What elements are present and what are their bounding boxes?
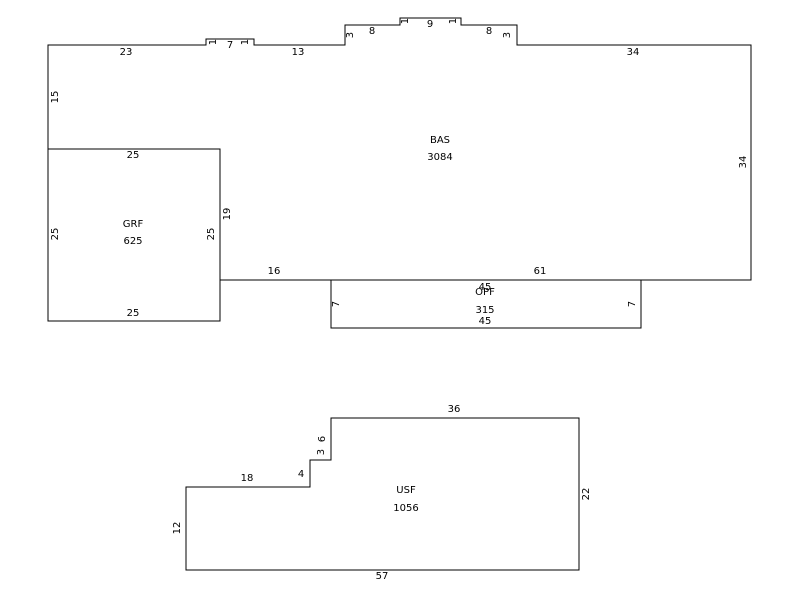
bas-dim-bay-rise-left: 3 (345, 32, 356, 38)
usf-dim-right: 22 (581, 488, 592, 501)
bas-dim-bottom-right: 61 (534, 266, 547, 277)
bas-dim-jog-rise-right: 1 (240, 39, 251, 45)
opf-dim-bottom: 45 (479, 316, 492, 327)
bas-dim-right: 34 (738, 156, 749, 169)
grf-dim-bottom: 25 (127, 308, 140, 319)
opf-outline (330, 279, 642, 329)
opf-code-label: OPF (475, 287, 495, 298)
opf-dim-right: 7 (627, 301, 638, 307)
bas-dim-bay-rise-right: 3 (502, 32, 513, 38)
bas-dim-jog-top: 7 (227, 40, 233, 51)
bas-dim-jog-rise-left: 1 (208, 39, 219, 45)
bas-dim-bay-top-right: 8 (486, 26, 492, 37)
usf-code-label: USF (396, 485, 416, 496)
bas-dim-bump-rise-left: 1 (400, 18, 411, 24)
bas-dim-top-left: 23 (120, 47, 133, 58)
opf-dim-left: 7 (331, 301, 342, 307)
usf-dim-ledge: 18 (241, 473, 254, 484)
bas-code-label: BAS (430, 135, 450, 146)
grf-dim-right: 25 (206, 228, 217, 241)
grf-area-label: 625 (123, 236, 142, 247)
grf-dim-top: 25 (127, 150, 140, 161)
usf-dim-notch-lower: 4 (298, 469, 304, 480)
bas-dim-garage-side: 19 (222, 208, 233, 221)
bas-dim-bump-top: 9 (427, 19, 433, 30)
usf-area-label: 1056 (393, 503, 418, 514)
grf-dim-left: 25 (50, 228, 61, 241)
section-usf: USF 1056 36 6 3 4 18 12 57 22 (172, 404, 592, 582)
bas-dim-bay-top-left: 8 (369, 26, 375, 37)
bas-dim-top-right: 34 (627, 47, 640, 58)
bas-dim-top-mid: 13 (292, 47, 305, 58)
opf-dim-top: 45 (479, 282, 492, 293)
grf-code-label: GRF (123, 219, 144, 230)
usf-dim-notch-step: 3 (316, 449, 327, 455)
bas-area-label: 3084 (427, 152, 452, 163)
bas-dim-bottom-left: 16 (268, 266, 281, 277)
usf-dim-top: 36 (448, 404, 461, 415)
section-grf: GRF 625 25 25 25 25 19 (47, 148, 233, 322)
usf-dim-notch-upper: 6 (317, 436, 328, 442)
bas-dim-left: 15 (50, 91, 61, 104)
usf-outline (185, 417, 580, 571)
usf-dim-bottom: 57 (376, 571, 389, 582)
bas-dim-bump-rise-right: 1 (448, 18, 459, 24)
section-opf: 45 OPF 315 45 7 7 (330, 279, 642, 329)
usf-dim-left: 12 (172, 522, 183, 535)
opf-area-label: 315 (475, 305, 494, 316)
grf-outline (47, 148, 221, 322)
